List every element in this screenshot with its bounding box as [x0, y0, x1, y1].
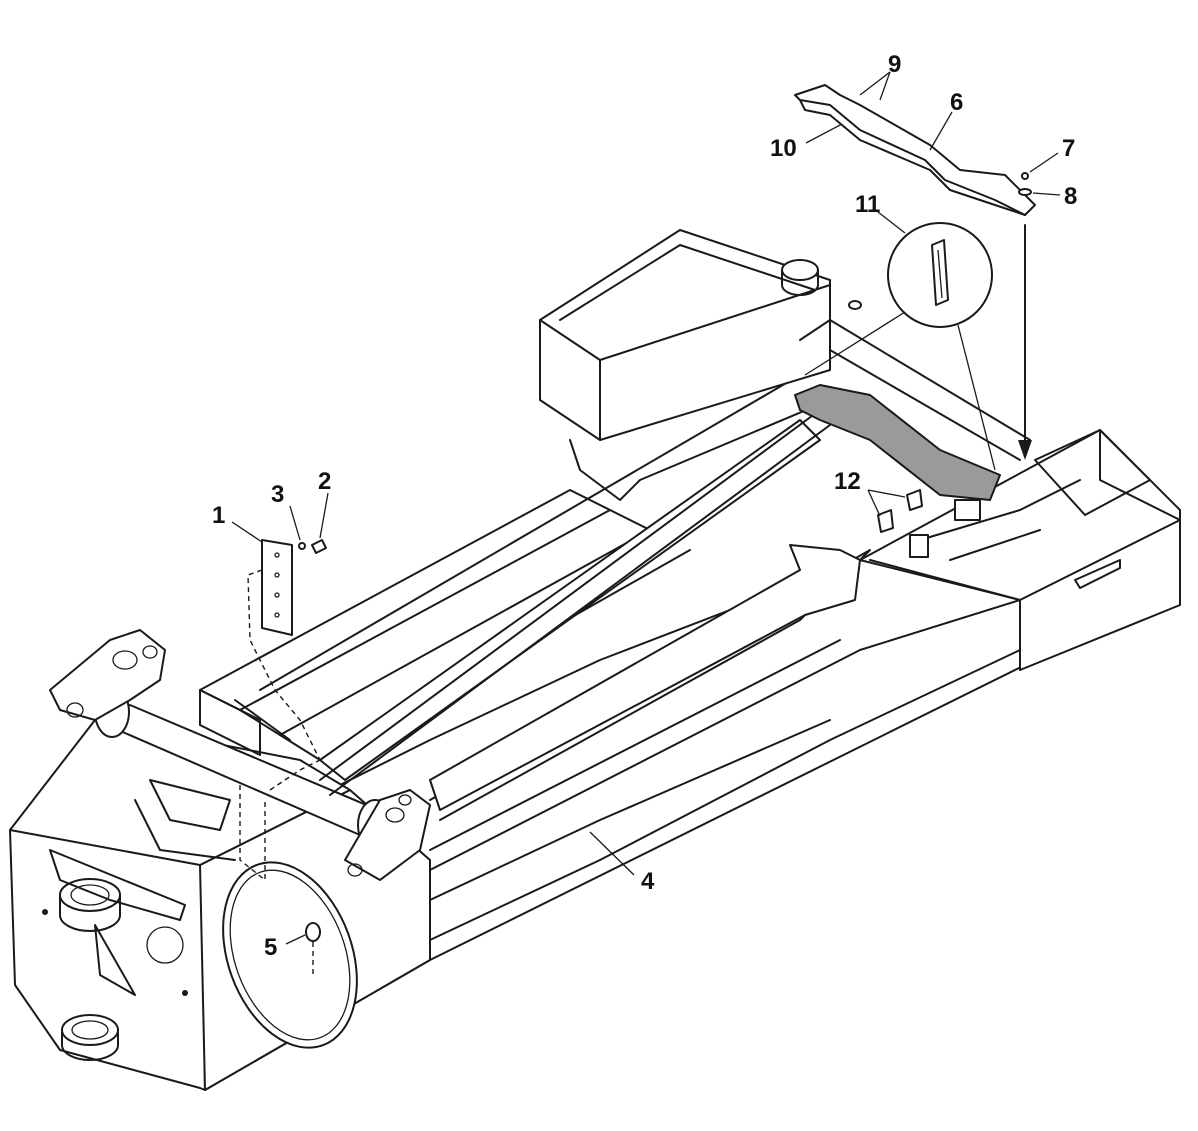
fastener-part-7-8 [1018, 172, 1032, 460]
rear-counterweight-box [859, 429, 1181, 671]
bracket-plate-part-1 [239, 539, 321, 882]
callout-8: 8 [1064, 183, 1077, 210]
callout-4: 4 [641, 868, 655, 895]
pads-part-12 [877, 489, 923, 533]
callout-6: 6 [950, 89, 963, 116]
callout-5: 5 [264, 934, 277, 961]
upper-tank [539, 229, 1031, 501]
callout-11: 11 [855, 191, 880, 218]
main-frame [9, 374, 1026, 1091]
callout-3: 3 [271, 481, 284, 508]
callout-10: 10 [770, 135, 797, 162]
shaded-support-bar [794, 384, 1001, 501]
washer-part-3 [298, 542, 306, 550]
detail-circle-part-11 [804, 222, 996, 471]
callout-9: 9 [888, 51, 901, 78]
callout-12: 12 [834, 468, 861, 495]
callout-2: 2 [318, 468, 331, 495]
callout-labels: 1 3 2 4 5 6 7 8 9 10 11 12 [212, 51, 1077, 961]
bolt-part-5 [305, 922, 321, 975]
bolt-part-2 [311, 539, 327, 554]
leader-lines [231, 71, 1061, 945]
cover-plate-part-6 [794, 84, 1036, 216]
callout-1: 1 [212, 502, 225, 529]
callout-7: 7 [1062, 135, 1075, 162]
